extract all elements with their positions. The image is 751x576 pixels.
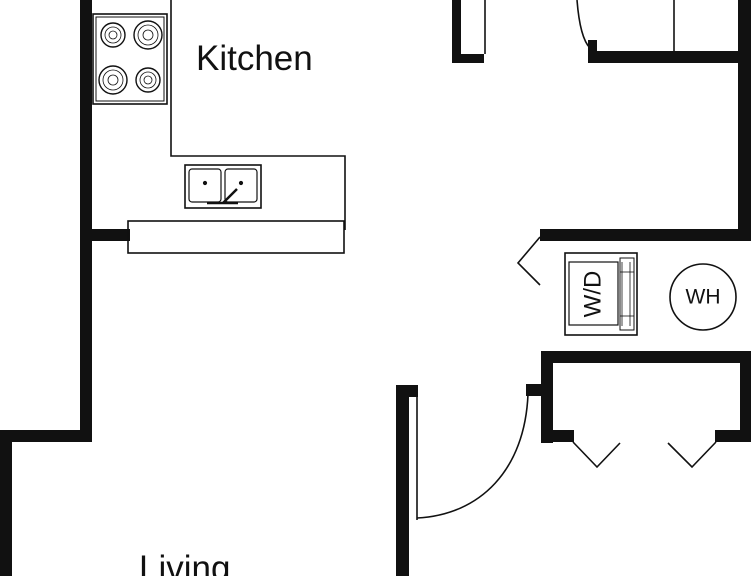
burner-icon [133,20,163,50]
wall-top-jamb-bottom [452,54,484,63]
wd-panel [619,257,635,331]
faucet-spout-icon [222,188,238,204]
sink-drain [202,180,208,186]
burner-icon [102,69,124,91]
wall-right-lower [740,351,751,442]
wall-kitchen-stub [80,229,130,241]
kitchen-counter [170,0,346,230]
burner-icon [139,71,157,89]
wall-left-upper [80,0,92,442]
wall-closet-left-jamb [526,384,553,396]
cooktop [92,13,168,105]
wall-left-step [0,430,92,442]
wd-inner [568,261,619,326]
sink-drain [238,180,244,186]
wall-hall-jamb [396,385,418,397]
water-heater-label: WH [686,286,721,309]
door-arc-top [576,0,591,49]
thin-lines [127,0,717,520]
wall-closet-left-foot [541,430,574,442]
laundry-door [516,236,541,286]
burner-icon [98,65,128,95]
burner-icons [98,20,163,95]
wd-outer [564,252,638,336]
sink-basin-left [188,168,222,203]
wall-laundry-top [540,229,751,241]
burner-icon [100,22,126,48]
wall-laundry-bottom [541,351,751,363]
washer-dryer-icon [564,252,638,336]
wall-top-jamb-left [452,0,461,63]
kitchen-peninsula [127,220,345,254]
wall-top-right [588,51,751,63]
cooktop-inner [95,16,165,102]
sink-outer [184,164,262,209]
wall-right-upper [738,0,751,240]
burner-icon [137,24,159,46]
burner-icon [135,67,161,93]
wall-top-right-jamb [588,40,597,63]
burner-icon [107,74,119,86]
burner-icon [143,75,153,85]
sink-basin-right [224,168,258,203]
burner-icon [108,30,118,40]
washer-dryer-label: W/D [579,271,606,318]
wall-hall [396,385,409,576]
room-label-kitchen: Kitchen [196,39,313,78]
cooktop-body [92,13,168,105]
closet-door-left [572,441,621,469]
burner-icon [104,26,122,44]
sink-icon [184,164,262,209]
closet-door-right [667,441,717,469]
door-arc-hall [416,393,529,519]
burner-icon [142,29,154,41]
wall-left-lower [0,430,12,576]
water-heater-icon [669,263,737,331]
room-label-living: Living [139,549,230,576]
wall-closet-left [541,351,553,443]
